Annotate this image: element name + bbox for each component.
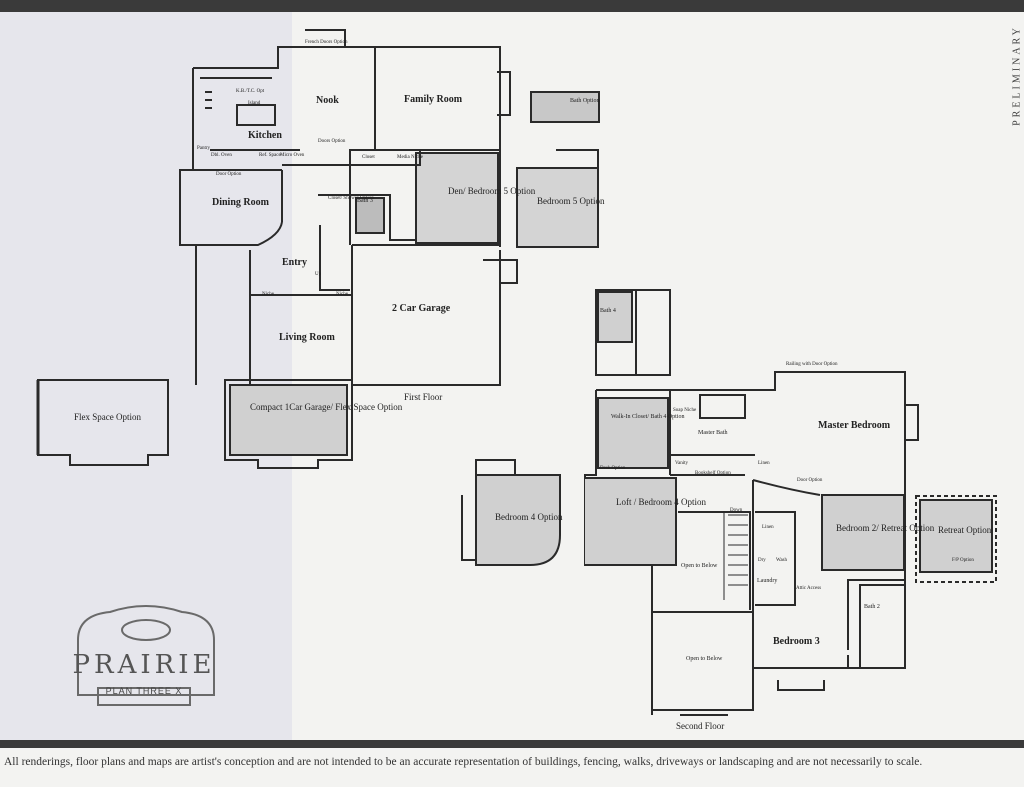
open-to-below-1: Open to Below	[681, 563, 718, 569]
niche-2: Niche	[336, 292, 348, 297]
room-bath3: Bath 3	[357, 198, 373, 204]
french-doors-option: French Doors Option	[305, 40, 348, 45]
bath-option-fill	[530, 91, 600, 123]
room-den: Den/ Bedroom 5 Option	[448, 186, 536, 196]
media-niche: Media Niche	[397, 155, 423, 160]
kitchen-option: K.B./T.C. Opt	[236, 89, 265, 94]
room-bedroom4-option: Bedroom 4 Option	[495, 512, 563, 522]
linen-1: Linen	[758, 461, 770, 466]
railing-door-option: Railing with Door Option	[786, 362, 838, 367]
open-to-below-2: Open to Below	[686, 656, 723, 662]
bottom-border	[0, 740, 1024, 748]
niche-1: Niche	[262, 292, 274, 297]
stairs-up: Up	[315, 272, 322, 277]
logo-subtitle: PLAN THREE X	[105, 686, 183, 696]
doors-option: Doors Option	[318, 139, 346, 144]
kitchen-island: Island	[248, 101, 261, 106]
room-nook: Nook	[316, 95, 339, 106]
kitchen-dbl-oven: Dbl. Oven	[211, 153, 232, 158]
den-room-fill	[415, 152, 499, 244]
desk-option: Desk Option	[600, 466, 626, 471]
laundry-dryer: Dry	[758, 558, 766, 563]
room-living-room: Living Room	[279, 332, 335, 343]
room-kitchen: Kitchen	[248, 130, 282, 141]
room-laundry: Laundry	[757, 578, 778, 584]
linen-2: Linen	[762, 525, 774, 530]
room-bath4: Bath 4	[600, 308, 616, 314]
dining-room-curve	[195, 221, 283, 246]
first-floor-title: First Floor	[404, 392, 443, 402]
disclaimer-text: All renderings, floor plans and maps are…	[4, 756, 923, 768]
bedroom2-fill	[821, 494, 905, 571]
bedroom5-fill	[516, 167, 599, 248]
compact-garage-fill	[229, 384, 348, 456]
prairie-logo: PRAIRIE PLAN THREE X	[68, 608, 220, 708]
bookshelf-option: Bookshelf Option	[695, 471, 731, 476]
room-bath-option: Bath Option	[570, 98, 600, 104]
attic-access: Attic Access	[796, 586, 822, 591]
room-retreat-option: Retreat Option	[938, 525, 992, 535]
room-compact-garage: Compact 1Car Garage/ Flex Space Option	[250, 402, 403, 412]
door-option-1: Door Option	[216, 172, 242, 177]
top-border	[0, 0, 1024, 12]
closet-shower-option: Closet/ Shower Option	[328, 196, 374, 201]
room-master-bedroom: Master Bedroom	[818, 420, 891, 431]
walkin-closet-fill	[597, 397, 669, 469]
bath3-fill	[355, 197, 385, 234]
soap-niche: Soap Niche	[673, 408, 697, 413]
room-bedroom2: Bedroom 2/ Retreat Option	[836, 523, 935, 533]
room-walkin-closet: Walk-In Closet/ Bath 4 Option	[611, 414, 685, 420]
stairs-down: Down	[730, 508, 743, 513]
room-loft: Loft / Bedroom 4 Option	[616, 497, 706, 507]
fp-option: F/P Option	[952, 558, 974, 563]
room-2-car-garage: 2 Car Garage	[392, 303, 451, 314]
kitchen-ref-space: Ref. Space	[259, 153, 281, 158]
room-flex-space-option: Flex Space Option	[74, 412, 141, 422]
room-family-room: Family Room	[404, 94, 463, 105]
left-shaded-panel	[0, 0, 292, 740]
kitchen-pantry: Pantry	[197, 146, 211, 151]
logo-frame	[77, 605, 215, 706]
room-dining-room: Dining Room	[212, 197, 269, 208]
door-option-2: Door Option	[797, 478, 823, 483]
room-bath2: Bath 2	[864, 604, 880, 610]
vanity: Vanity	[675, 461, 689, 466]
room-bedroom5-option: Bedroom 5 Option	[537, 196, 605, 206]
closet-label: Closet	[362, 155, 375, 160]
retreat-fill	[919, 499, 993, 573]
room-master-bath: Master Bath	[698, 430, 728, 436]
preliminary-stamp: PRELIMINARY	[1011, 25, 1023, 126]
kitchen-micro-oven: Micro Oven	[280, 153, 305, 158]
laundry-washer: Wash	[776, 558, 787, 563]
logo-title: PRAIRIE	[72, 650, 216, 680]
bath4-fill	[597, 291, 633, 343]
second-floor-title: Second Floor	[676, 721, 725, 731]
room-bedroom3: Bedroom 3	[773, 636, 820, 647]
room-entry: Entry	[282, 257, 307, 268]
